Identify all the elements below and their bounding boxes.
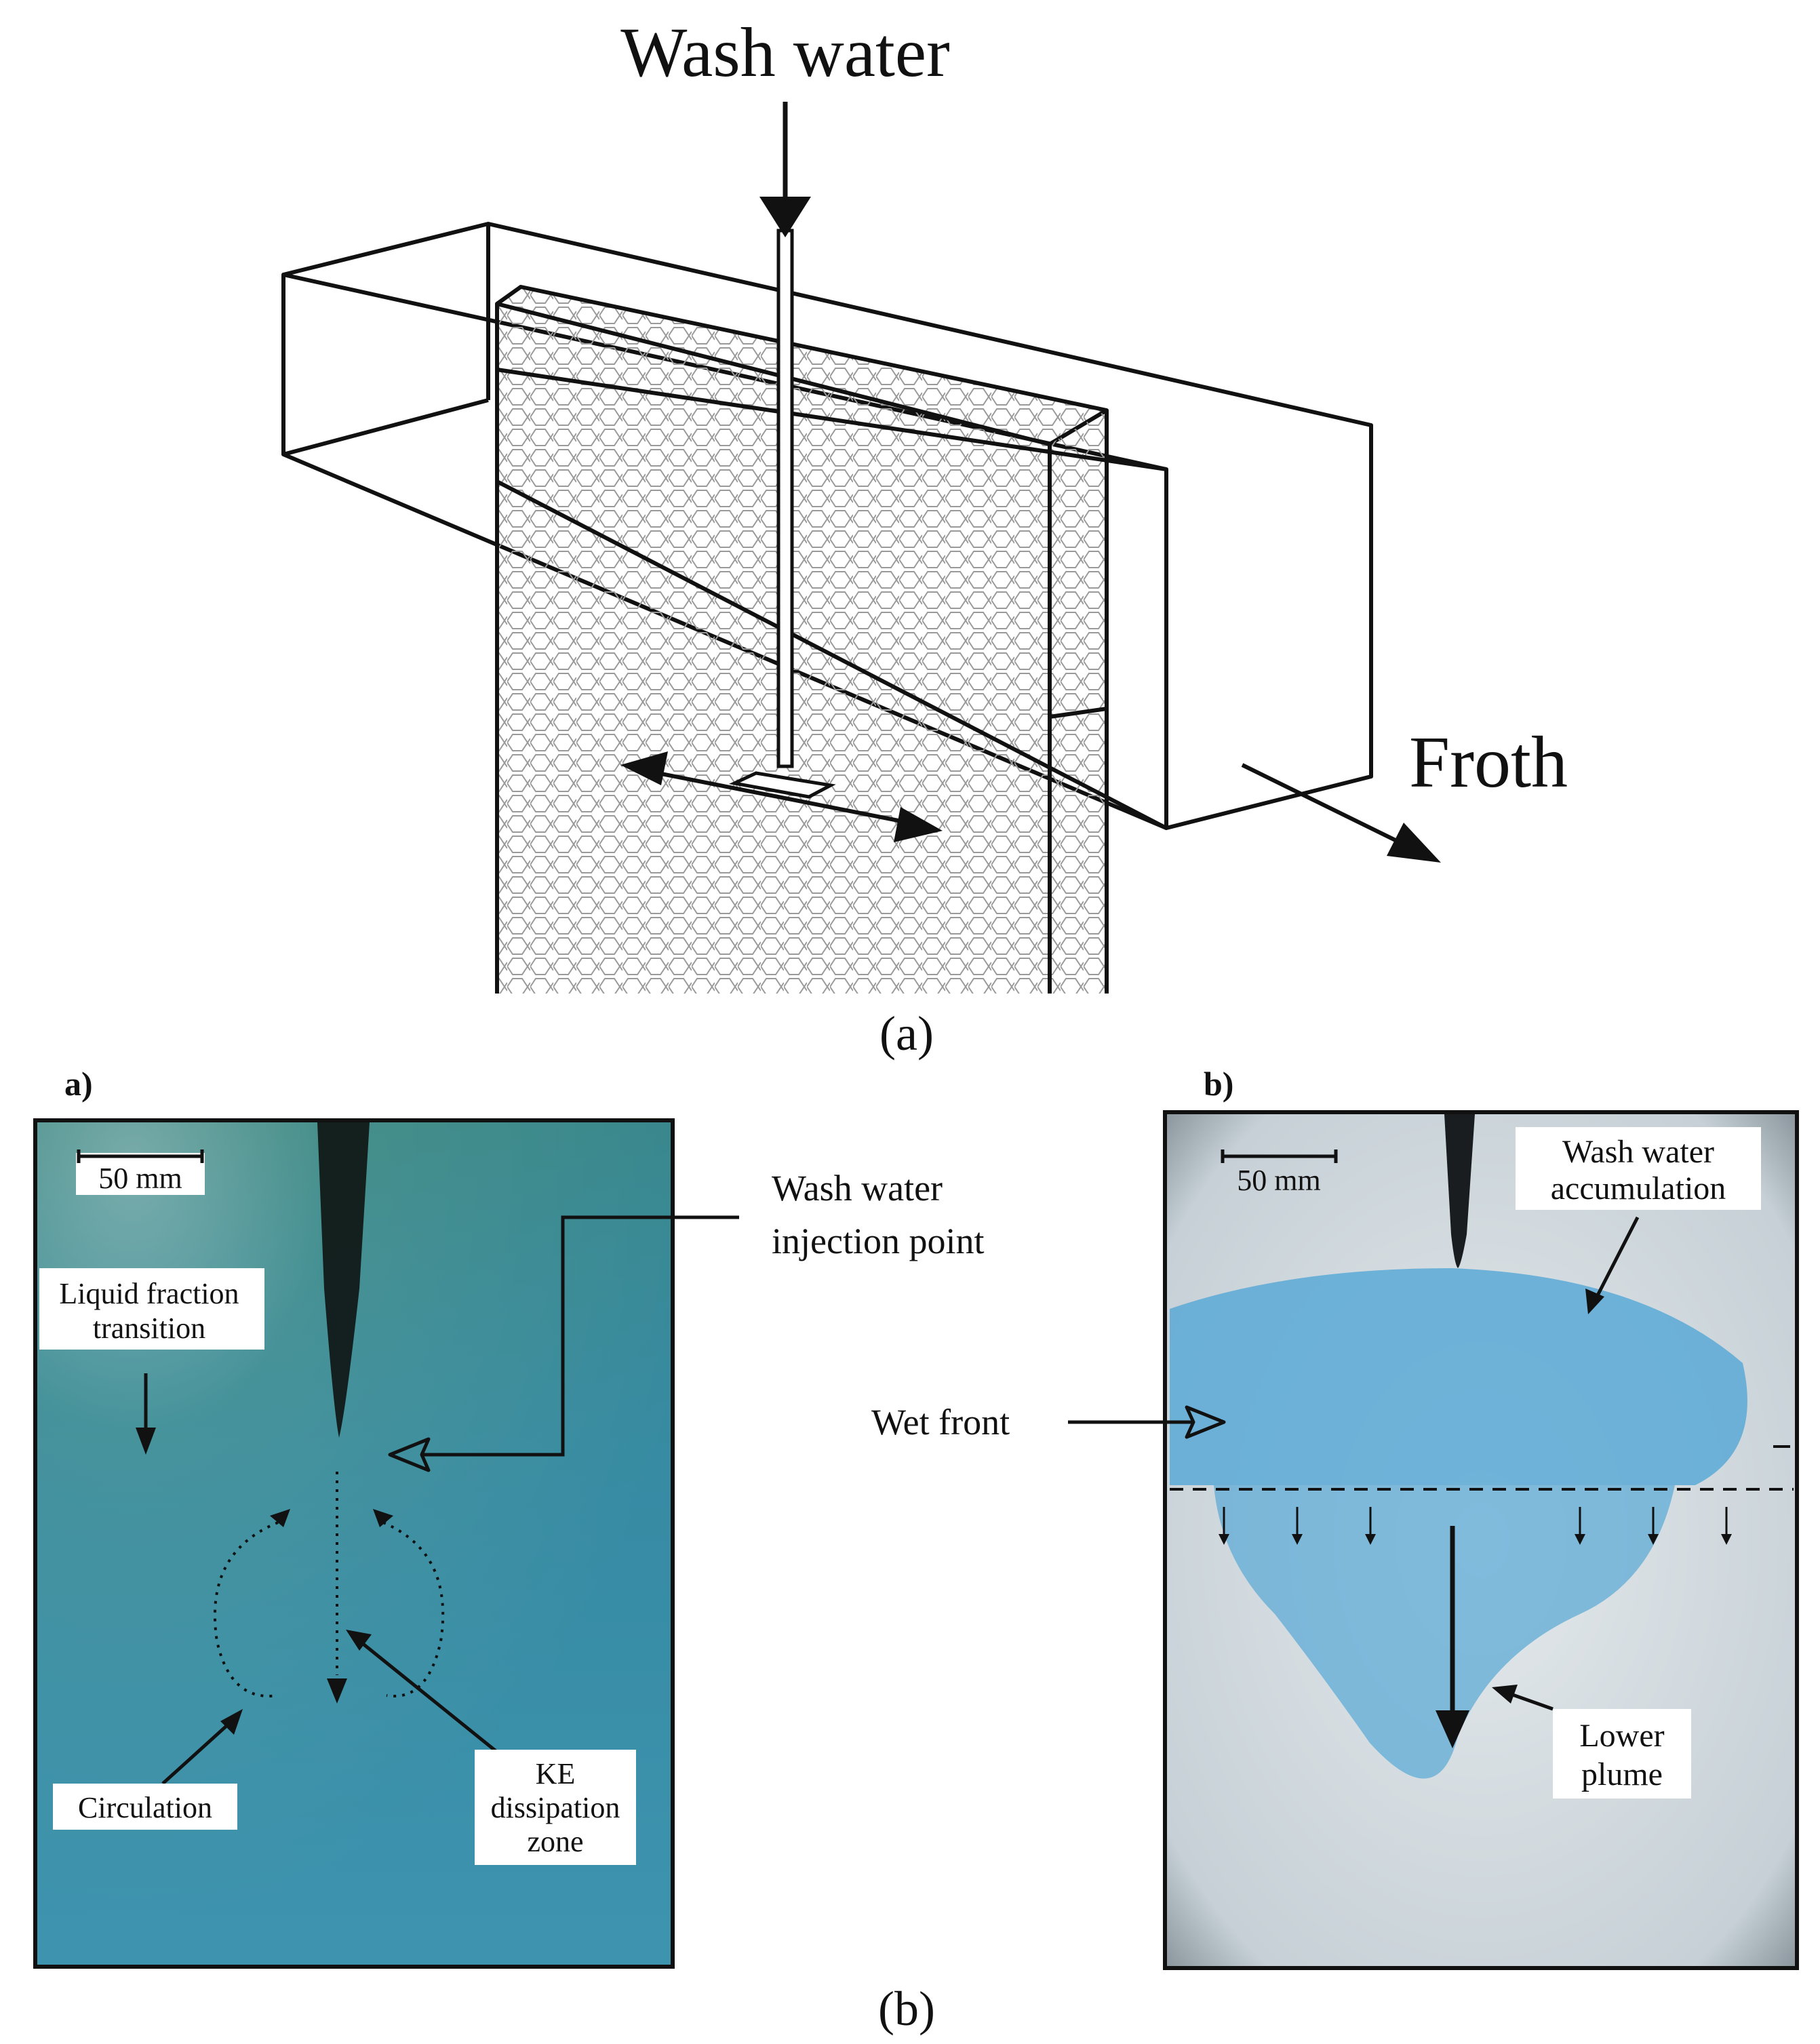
dissipation-arrowhead [327,1678,347,1704]
ke-line1: KE [536,1757,576,1790]
wash-water-pipe [776,229,794,768]
circulation-arcs [214,1472,445,1697]
front-advance-arrowheads [1219,1534,1732,1545]
wash-water-accumulation-blob [1170,1268,1747,1485]
photo-left-tag: a) [64,1065,93,1103]
distributor-plate [728,771,836,799]
photo-right: 50 mm Wash water accumulation [1163,1110,1799,1970]
circulation-arrowhead-right [373,1509,393,1527]
lower-plume-callout: Lower plume [1492,1685,1691,1799]
liquid-fraction-line2: transition [93,1312,205,1345]
ke-dissipation-callout: KE dissipation zone [346,1630,636,1865]
wash-water-arrow [759,102,811,237]
accumulation-callout: Wash water accumulation [1516,1127,1761,1314]
right-nozzle [1444,1114,1475,1268]
wash-water-label: Wash water [620,14,949,92]
caption-a: (a) [879,1006,934,1061]
injection-point-callout: Wash water injection point [388,1168,984,1472]
scale-bar-right-label: 50 mm [1237,1164,1320,1197]
foam-slab-side [1050,410,1107,994]
scale-bar-left-label: 50 mm [98,1162,182,1195]
photo-right-tag: b) [1204,1065,1233,1103]
lower-plume-line2: plume [1581,1756,1663,1792]
injection-nozzle [317,1122,370,1438]
launder-front-lines [496,368,1168,830]
lower-plume-line1: Lower [1579,1718,1664,1754]
liquid-fraction-callout: Liquid fraction transition [39,1268,264,1455]
wet-front-label: Wet front [871,1402,1010,1442]
injection-line1: Wash water [772,1168,943,1208]
accumulation-line2: accumulation [1551,1171,1726,1206]
caption-b: (b) [878,1982,935,2036]
froth-arrow [1241,763,1441,863]
circulation-arrowhead-left [270,1509,290,1527]
photo-left: 50 mm Liquid fraction transition Circula… [33,1118,675,1969]
injection-line2: injection point [772,1221,984,1261]
circulation-label: Circulation [78,1791,212,1824]
scale-bar-left: 50 mm [76,1149,205,1195]
distribution-arrow [620,751,943,842]
froth-label: Froth [1409,722,1568,803]
wet-front-callout: Wet front [871,1402,1226,1442]
front-advance-arrows [1223,1507,1728,1536]
circulation-callout: Circulation [53,1709,243,1830]
foam-slab-edges [495,304,1109,994]
ke-line3: zone [527,1825,583,1858]
scale-bar-right: 50 mm [1221,1149,1338,1197]
froth-channel-diagram: Wash water Froth [281,14,1568,994]
accumulation-line1: Wash water [1562,1134,1714,1170]
ke-line2: dissipation [491,1791,620,1824]
lower-plume-blob [1214,1485,1675,1779]
liquid-fraction-line1: Liquid fraction [59,1277,239,1310]
plume-arrow [1436,1526,1469,1748]
